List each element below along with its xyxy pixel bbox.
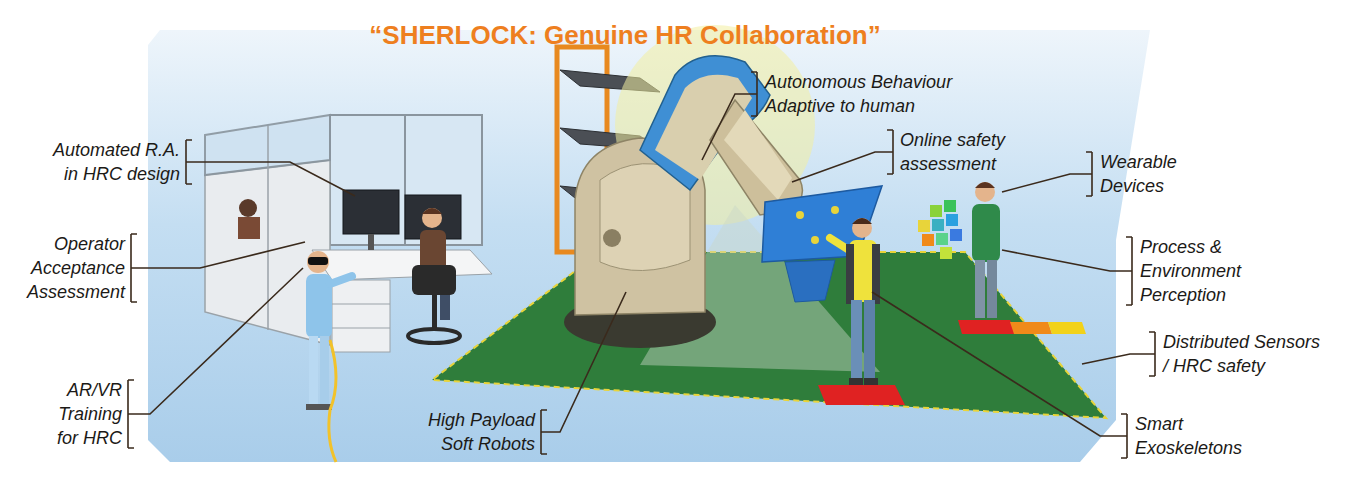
callout-label: Distributed Sensors / HRC safety — [1163, 330, 1325, 378]
soft-robot-part — [785, 260, 835, 302]
exoskeleton-operator-part — [849, 378, 863, 385]
office-cubicle-part — [332, 304, 390, 305]
callout-label: Smart Exoskeletons — [1135, 412, 1250, 460]
perception-worker-part — [975, 182, 995, 188]
leader-lines-part — [792, 130, 893, 182]
exoskeleton-operator-part — [852, 218, 872, 238]
callout-wrap: Distributed Sensors / HRC safety — [1163, 330, 1325, 378]
title-wrap: “SHERLOCK: Genuine HR Collaboration” — [300, 20, 950, 51]
soft-robot-part — [603, 229, 621, 247]
exoskeleton-operator-part — [846, 244, 854, 304]
leader-lines-part — [541, 292, 626, 454]
perception-worker-part — [946, 214, 958, 226]
callout-wrap: Process & Environment Perception — [1140, 235, 1248, 307]
callout-label: Autonomous Behaviour Adaptive to human — [765, 70, 960, 118]
office-cubicle-part — [312, 250, 492, 280]
callout-label: Wearable Devices — [1100, 150, 1185, 198]
callout-label: Process & Environment Perception — [1140, 235, 1248, 307]
callout-label: Automated R.A. in HRC design — [43, 138, 180, 186]
soft-robot-part — [831, 206, 839, 214]
perception-worker-part — [940, 247, 952, 259]
vr-trainee — [306, 251, 352, 462]
perception-worker-part — [975, 182, 995, 202]
office-cubicle-part — [332, 328, 390, 329]
soft-robot-part — [796, 211, 804, 219]
perception-worker-part — [950, 229, 962, 241]
callout-wrap: High Payload Soft Robots — [420, 408, 535, 456]
office-cubicle-part — [332, 280, 390, 352]
leader-lines — [128, 72, 1155, 458]
perception-worker-part — [936, 233, 948, 245]
vr-trainee-part — [306, 404, 320, 410]
perception-worker-part — [958, 320, 1016, 334]
exoskeleton-operator-part — [851, 300, 862, 382]
callout-wrap: Automated R.A. in HRC design — [43, 138, 180, 186]
office-cubicle-part — [239, 199, 257, 217]
perception-worker-part — [1048, 322, 1086, 334]
callout-wrap: Operator Acceptance Assessment — [25, 232, 125, 304]
perception-worker-part — [922, 234, 934, 246]
vr-trainee-part — [329, 340, 336, 462]
perception-worker-part — [972, 204, 1000, 262]
seated-operator — [408, 208, 460, 343]
vr-trainee-part — [307, 251, 329, 273]
callout-wrap: Online safety assessment — [900, 128, 1012, 176]
vr-trainee-part — [320, 336, 329, 406]
exoskeleton-operator-part — [864, 300, 875, 382]
office-cubicle — [205, 115, 492, 352]
callout-wrap: Wearable Devices — [1100, 150, 1185, 198]
perception-worker-part — [918, 220, 930, 232]
office-cubicle-part — [330, 115, 482, 245]
vr-trainee-part — [330, 276, 352, 284]
seated-operator-part — [408, 329, 460, 343]
callout-label: High Payload Soft Robots — [420, 408, 535, 456]
callout-label: AR/VR Training for HRC — [50, 378, 122, 450]
vr-trainee-part — [308, 257, 328, 265]
exoskeleton-operator-part — [818, 385, 905, 405]
exoskeleton-operator-part — [864, 378, 878, 385]
callout-label: Operator Acceptance Assessment — [25, 232, 125, 304]
leader-lines-part — [128, 268, 303, 448]
exoskeleton-operator-part — [852, 218, 872, 224]
seated-operator-part — [432, 295, 437, 330]
callout-wrap: AR/VR Training for HRC — [50, 378, 122, 450]
diagram-title: “SHERLOCK: Genuine HR Collaboration” — [300, 20, 950, 51]
leader-lines-part — [186, 140, 355, 196]
soft-robot-part — [724, 110, 792, 200]
office-cubicle-part — [238, 217, 260, 239]
callout-wrap: Smart Exoskeletons — [1135, 412, 1250, 460]
callout-wrap: Autonomous Behaviour Adaptive to human — [765, 70, 960, 118]
perception-worker-part — [1010, 322, 1052, 334]
seated-operator-part — [422, 208, 442, 228]
exoskeleton-operator — [818, 218, 905, 405]
leader-lines-part — [702, 72, 757, 160]
perception-worker-part — [975, 260, 985, 318]
leader-lines-part — [1082, 332, 1155, 376]
leader-lines-part — [872, 292, 1127, 458]
perception-worker-part — [932, 219, 944, 231]
perception-worker-part — [987, 260, 997, 318]
leader-lines-part — [1002, 152, 1092, 196]
office-cubicle-part — [368, 234, 374, 250]
seated-operator-part — [422, 208, 442, 214]
vr-trainee-part — [309, 336, 318, 406]
office-cubicle-part — [267, 126, 269, 330]
seated-operator-part — [412, 265, 456, 295]
perception-worker — [918, 182, 1086, 334]
callout-label: Online safety assessment — [900, 128, 1012, 176]
perception-worker-part — [930, 205, 942, 217]
perception-worker-part — [944, 200, 956, 212]
soft-robot-part — [811, 236, 819, 244]
office-cubicle-part — [343, 190, 399, 234]
leader-lines-part — [1002, 237, 1132, 305]
